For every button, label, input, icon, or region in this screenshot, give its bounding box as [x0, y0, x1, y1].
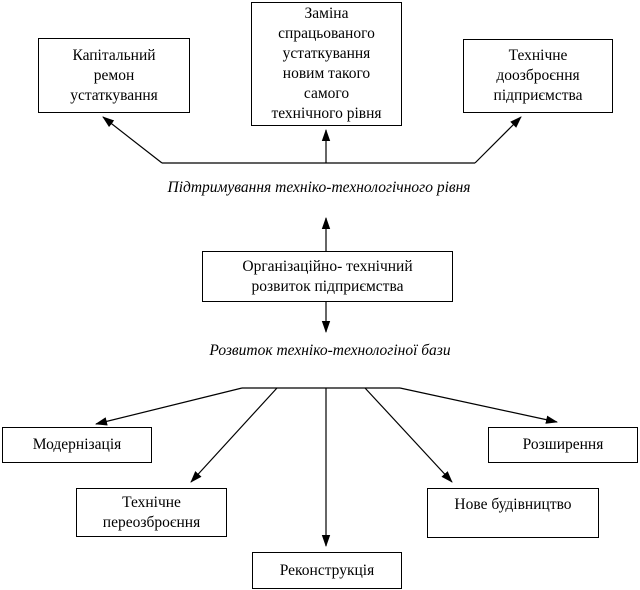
connector-to-new-construction [364, 387, 453, 483]
node-capital-repair: Капітальний ремон устаткування [38, 38, 190, 113]
connector-to-modernization [95, 387, 243, 426]
connector-to-technical-reequipment [190, 387, 278, 483]
connector-to-expansion [399, 387, 558, 424]
caption-maintain-technical-level: Підтримування техніко-технологічного рів… [167, 179, 471, 196]
node-reconstruction: Реконструкція [252, 552, 402, 589]
node-equipment-replacement: Заміна спрацьованого устаткування новим … [251, 2, 402, 126]
node-modernization: Модернізація [2, 427, 152, 463]
node-expansion: Розширення [488, 427, 638, 463]
caption-develop-technical-base: Розвиток техніко-технологіної бази [209, 342, 451, 359]
node-new-construction: Нове будівництво [427, 488, 599, 538]
node-org-tech-development: Організаційно- технічний розвиток підпри… [202, 251, 453, 302]
node-technical-reinforcement: Технічне доозброєння підприємства [463, 39, 613, 113]
connector-to-capital-repair [102, 116, 163, 164]
node-technical-reequipment: Технічне переозброєння [76, 488, 227, 537]
connector-to-technical-reinforcement [474, 116, 522, 164]
